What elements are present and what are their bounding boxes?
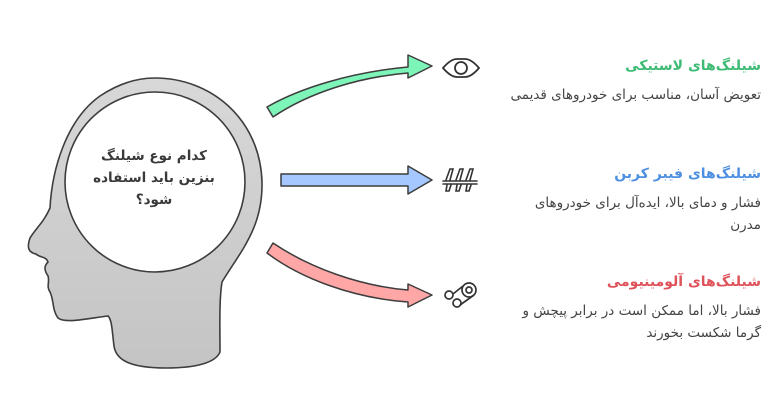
option-aluminum-hoses: شیلنگ‌های آلومینیومی فشار بالا، اما ممکن… [501,272,761,344]
arrow-rubber [266,54,433,118]
arrow-carbon [280,165,433,195]
option-title: شیلنگ‌های لاستیکی [625,58,761,74]
belt-pulley-icon [444,282,477,308]
question-bubble [64,91,246,273]
option-description: تعویض آسان، مناسب برای خودروهای قدیمی [510,87,761,103]
option-description: فشار و دمای بالا، ایده‌آل برای خودروهای … [534,195,761,233]
eye-icon [441,58,481,78]
option-carbon-fiber-hoses: شیلنگ‌های فیبر کربن فشار و دمای بالا، ای… [501,164,761,236]
central-question: کدام نوع شیلنگ بنزین باید استفاده شود؟ [93,148,215,208]
option-description: فشار بالا، اما ممکن است در برابر پیچش و … [522,303,761,341]
option-rubber-hoses: شیلنگ‌های لاستیکی تعویض آسان، مناسب برای… [501,56,761,106]
option-title: شیلنگ‌های آلومینیومی [606,274,761,290]
arrow-aluminum [266,242,433,308]
carbon-fiber-icon [442,168,478,192]
option-title: شیلنگ‌های فیبر کربن [614,166,761,182]
